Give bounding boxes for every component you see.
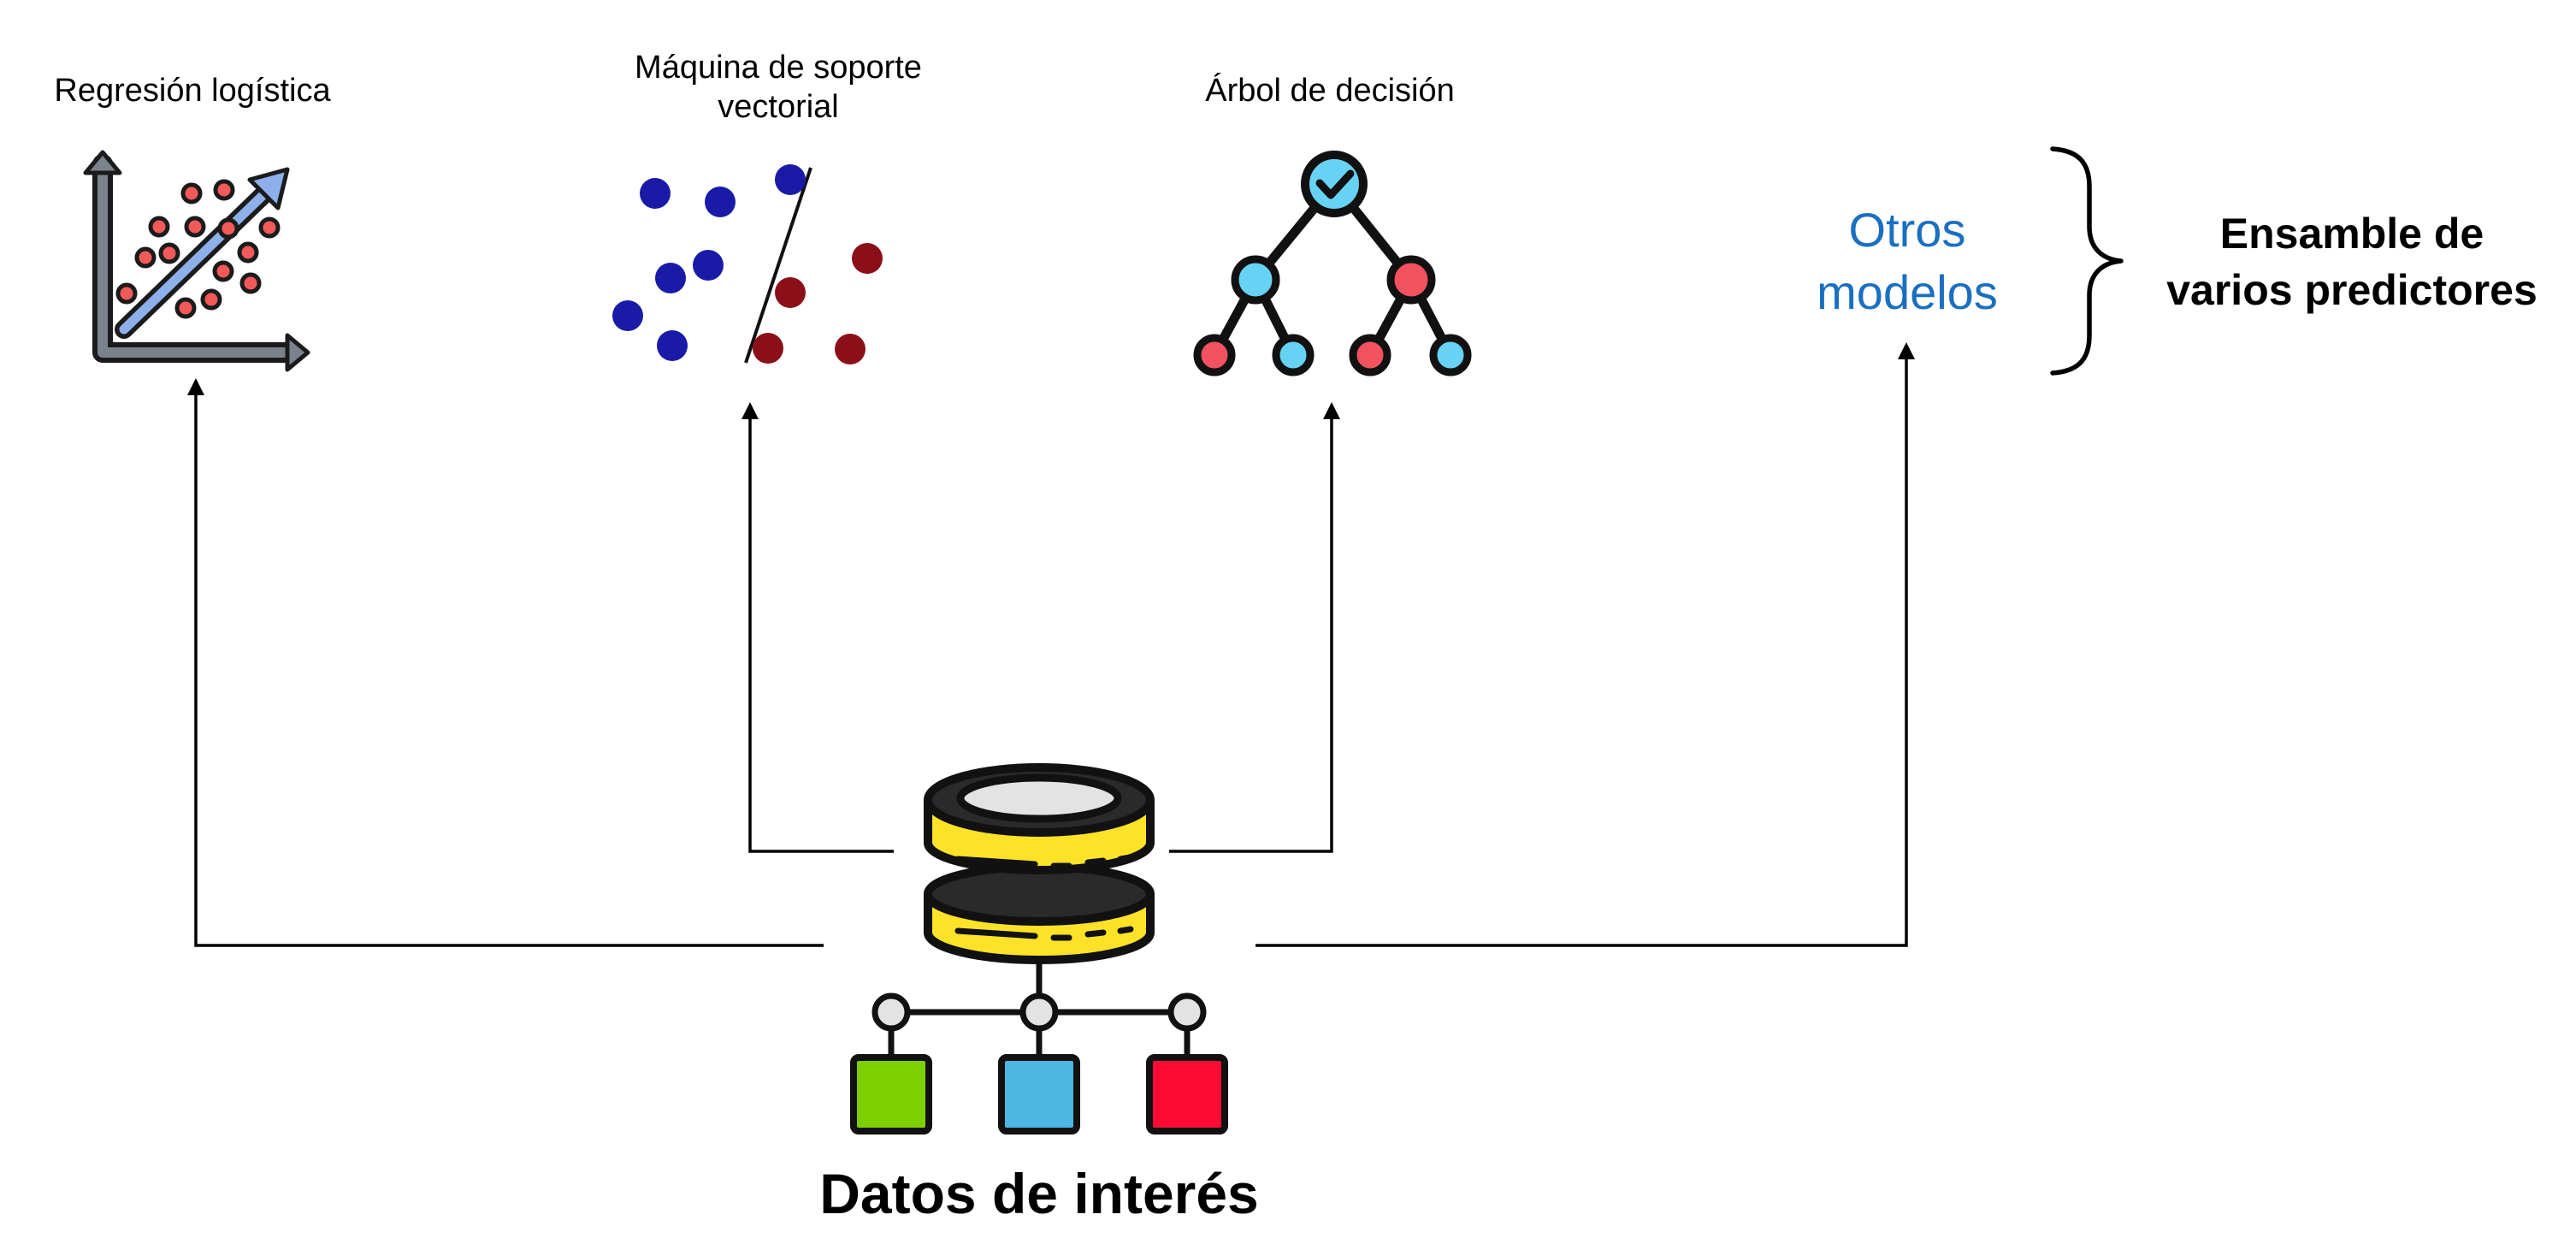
connector-tree xyxy=(1169,402,1340,853)
green-data-square xyxy=(850,1054,932,1135)
scatter-trend-icon xyxy=(83,150,310,372)
connector-others xyxy=(1256,342,1915,947)
svm-label-line2: vectorial xyxy=(718,89,839,126)
other-models-label: Otros modelos xyxy=(1762,199,2053,324)
red-data-square xyxy=(1146,1054,1228,1135)
database-icon xyxy=(850,763,1228,1135)
svm-scatter-icon xyxy=(612,164,883,364)
ensemble-label: Ensamble de varios predictores xyxy=(2138,205,2566,318)
ensemble-line1: Ensamble de xyxy=(2219,210,2484,258)
logistic-regression-label: Regresión logística xyxy=(54,73,331,109)
data-source-title: Datos de interés xyxy=(819,1162,1259,1225)
connector-svm xyxy=(741,402,894,853)
other-models-line1: Otros xyxy=(1848,203,1966,257)
svm-label-line1: Máquina de soporte xyxy=(635,50,922,86)
decision-tree-label: Árbol de decisión xyxy=(1205,73,1455,109)
connector-logistic xyxy=(187,378,824,947)
svm-label: Máquina de soporte vectorial xyxy=(599,48,958,127)
blue-data-square xyxy=(998,1054,1080,1135)
decision-tree-icon xyxy=(1193,151,1472,376)
brace-icon xyxy=(2050,146,2124,376)
other-models-line2: modelos xyxy=(1817,264,1998,319)
ensemble-line2: varios predictores xyxy=(2166,266,2538,314)
